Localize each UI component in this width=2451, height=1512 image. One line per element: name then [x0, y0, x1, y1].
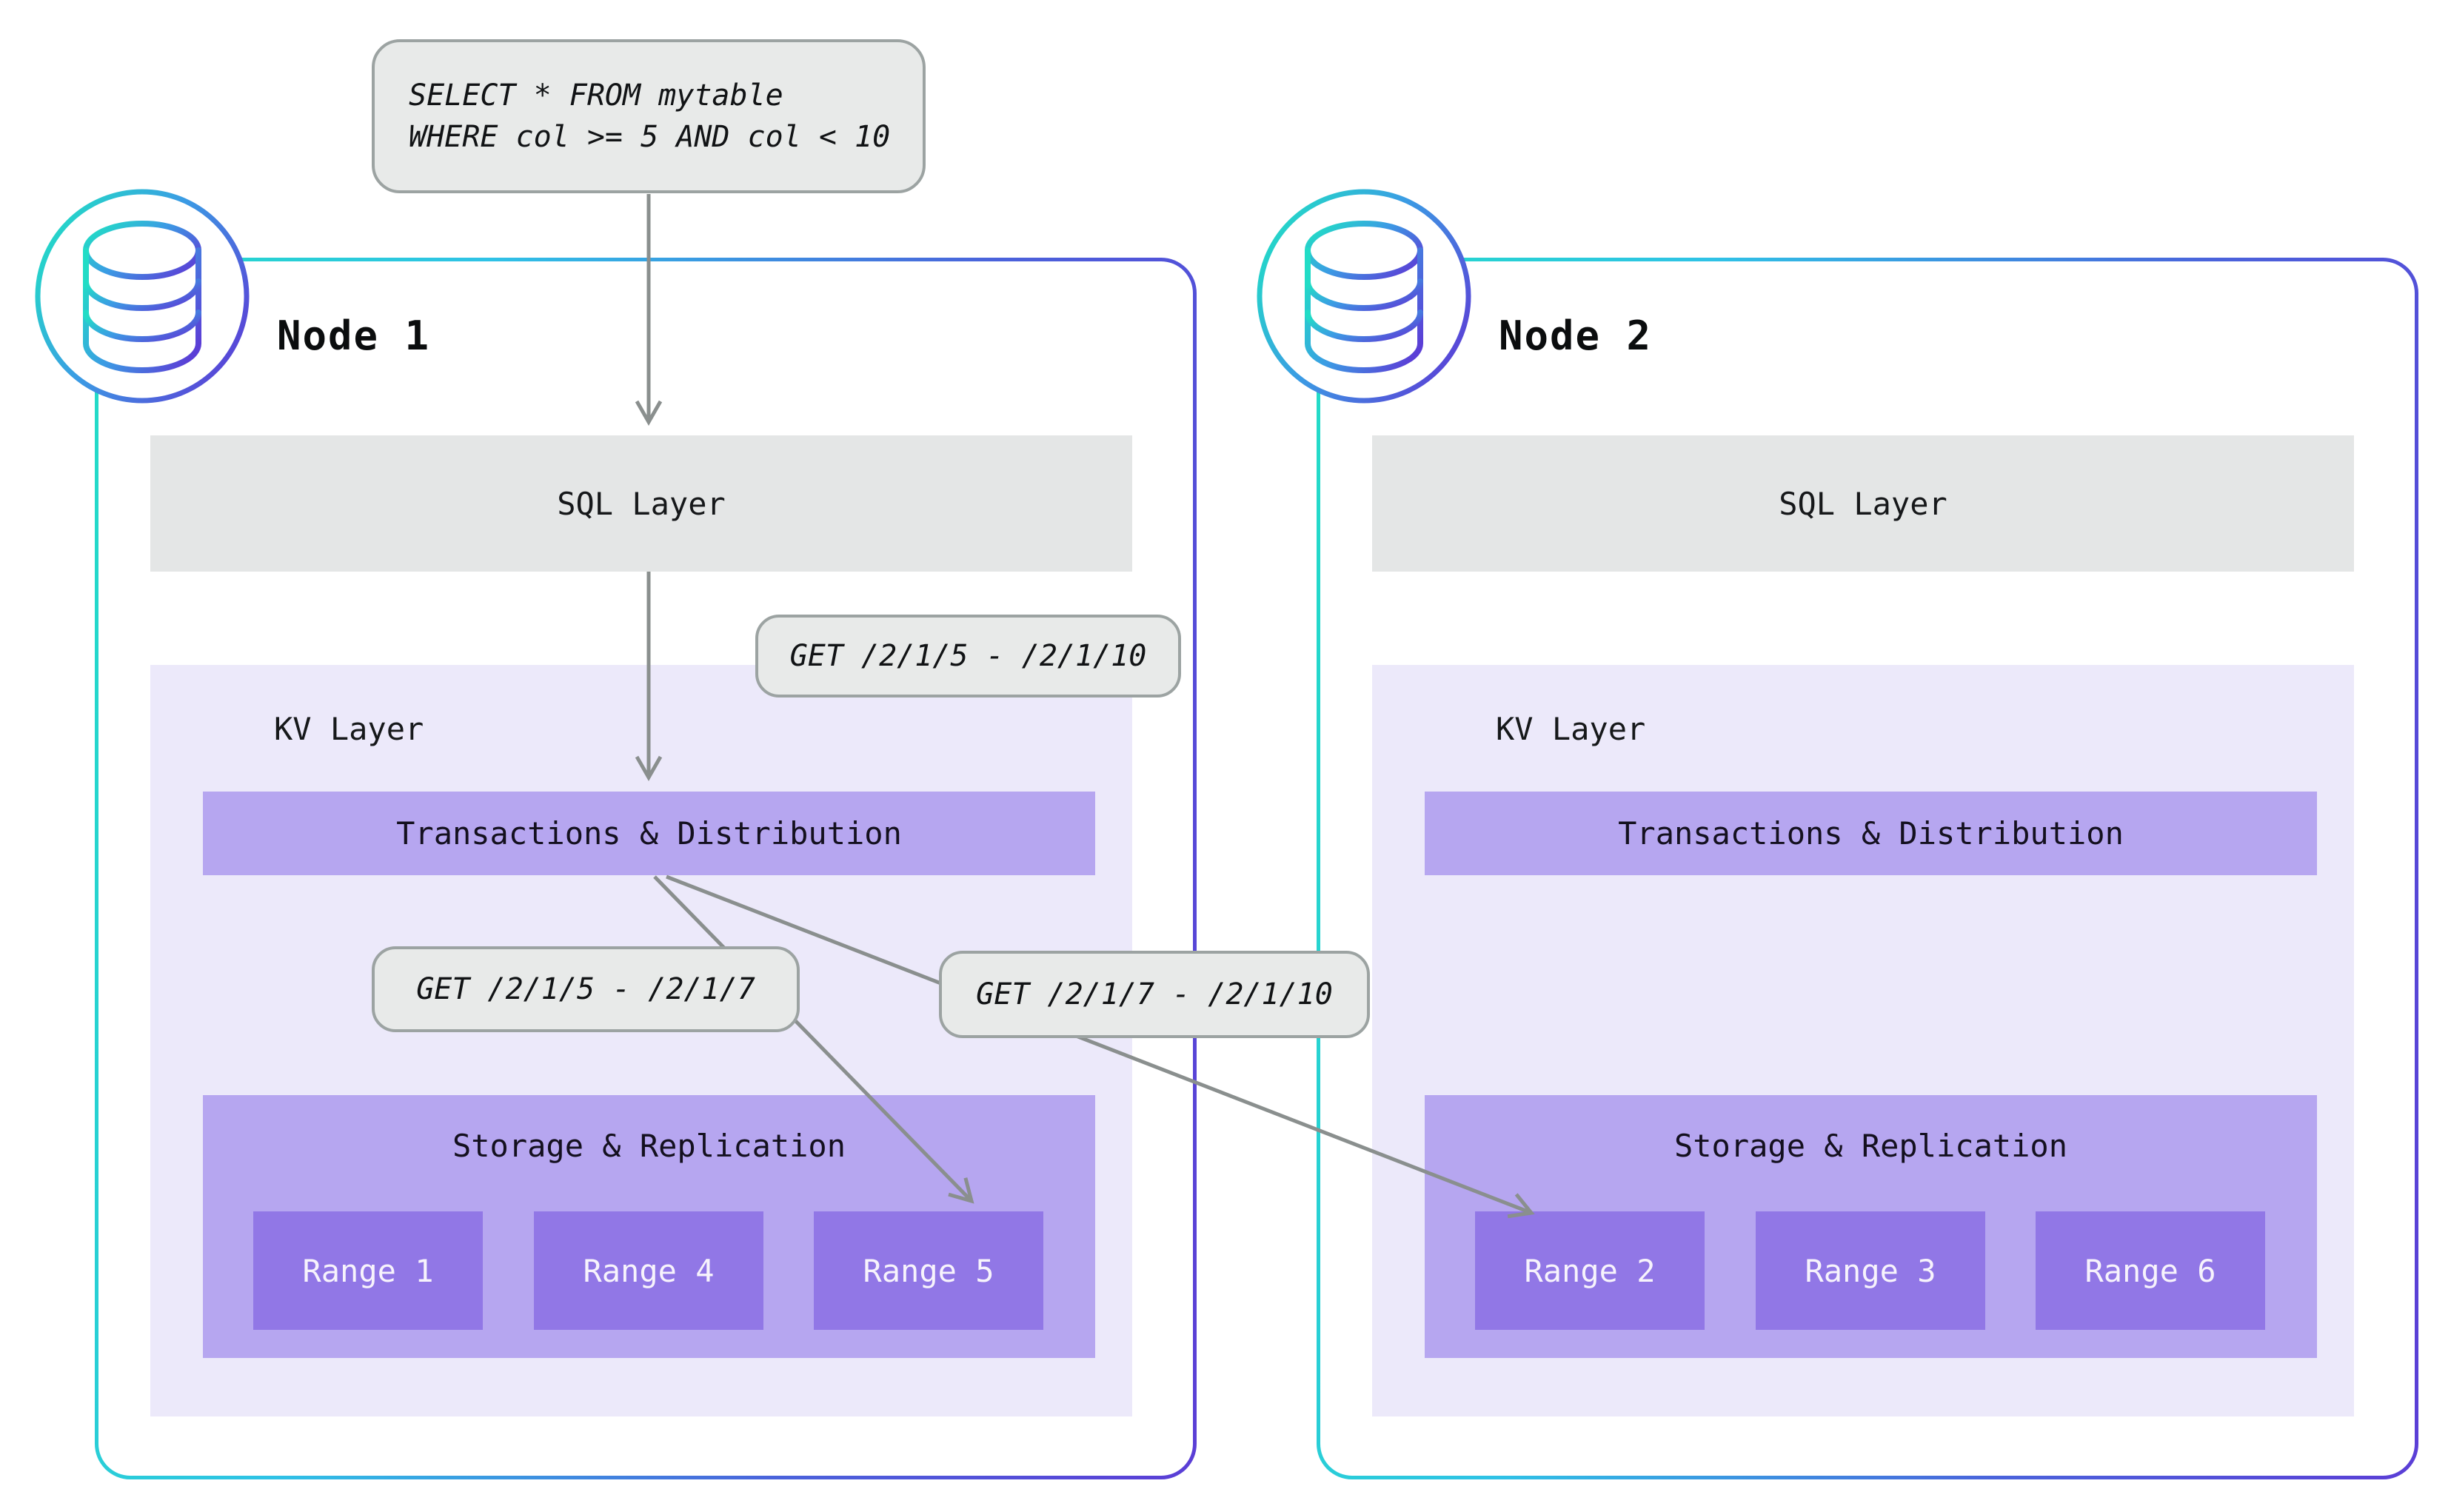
storage-replication-title: Storage & Replication	[452, 1128, 846, 1164]
get-range-text: GET /2/1/5 - /2/1/10	[789, 639, 1147, 673]
range-box: Range 2	[1475, 1211, 1705, 1330]
sql-layer-label: SQL Layer	[557, 485, 726, 522]
node-title: Node 2	[1499, 312, 1653, 359]
storage-replication-panel: Storage & Replication Range 1 Range 4 Ra…	[203, 1095, 1095, 1358]
range-box: Range 1	[253, 1211, 483, 1330]
sql-layer-bar: SQL Layer	[150, 435, 1132, 572]
sql-layer-bar: SQL Layer	[1372, 435, 2354, 572]
get-range-label-local: GET /2/1/5 - /2/1/7	[372, 946, 800, 1032]
range-label: Range 2	[1524, 1252, 1656, 1289]
sql-layer-label: SQL Layer	[1779, 485, 1947, 522]
node-title: Node 1	[277, 312, 431, 359]
transactions-distribution-bar: Transactions & Distribution	[203, 792, 1095, 875]
get-range-label-sql-to-kv: GET /2/1/5 - /2/1/10	[755, 615, 1181, 698]
storage-replication-title: Storage & Replication	[1673, 1128, 2067, 1164]
range-box: Range 5	[814, 1211, 1043, 1330]
range-label: Range 3	[1805, 1252, 1936, 1289]
kv-layer-label: KV Layer	[1496, 711, 1646, 747]
range-label: Range 4	[583, 1252, 715, 1289]
sql-query-label: SELECT * FROM mytable WHERE col >= 5 AND…	[372, 39, 926, 193]
database-icon	[35, 189, 250, 404]
get-range-text: GET /2/1/7 - /2/1/10	[976, 977, 1333, 1011]
range-box: Range 6	[2036, 1211, 2265, 1330]
range-label: Range 1	[302, 1252, 434, 1289]
storage-replication-panel: Storage & Replication Range 2 Range 3 Ra…	[1425, 1095, 2317, 1358]
transactions-distribution-label: Transactions & Distribution	[396, 815, 902, 852]
range-label: Range 6	[2084, 1252, 2216, 1289]
sql-query-line-2: WHERE col >= 5 AND col < 10	[409, 120, 891, 154]
range-label: Range 5	[863, 1252, 994, 1289]
database-icon	[1257, 189, 1471, 404]
transactions-distribution-bar: Transactions & Distribution	[1425, 792, 2317, 875]
get-range-label-remote: GET /2/1/7 - /2/1/10	[939, 951, 1370, 1038]
kv-layer-label: KV Layer	[274, 711, 424, 747]
range-box: Range 3	[1756, 1211, 1985, 1330]
transactions-distribution-label: Transactions & Distribution	[1618, 815, 2124, 852]
sql-query-line-1: SELECT * FROM mytable	[409, 78, 783, 113]
range-box: Range 4	[534, 1211, 763, 1330]
get-range-text: GET /2/1/5 - /2/1/7	[416, 972, 755, 1006]
